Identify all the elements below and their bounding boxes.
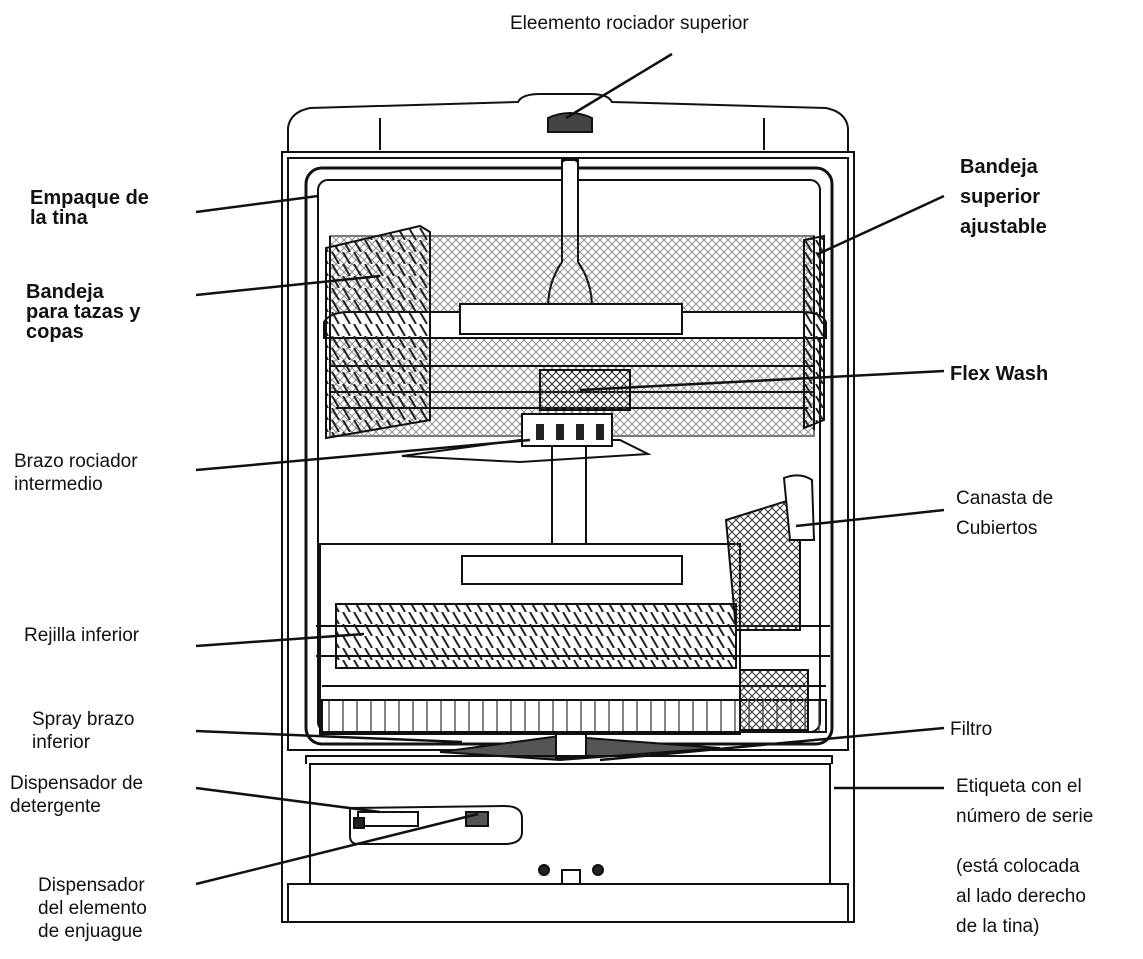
leader-lower-rack <box>195 632 365 648</box>
label-serial-label: Etiqueta con el número de serie <box>956 772 1093 832</box>
label-lower-rack-line: Rejilla inferior <box>24 625 140 646</box>
label-detergent-dispenser-line: detergente <box>10 796 101 817</box>
label-serial-label-line: número de serie <box>956 806 1094 827</box>
leader-adjustable-rack <box>817 194 945 256</box>
filter <box>555 733 587 759</box>
label-cup-shelf-line: Bandeja <box>26 281 104 303</box>
label-silverware-basket-line: Cubiertos <box>956 518 1038 539</box>
label-serial-note-line: de la tina) <box>956 916 1040 937</box>
label-upper-spray-line: Eleemento rociador superior <box>510 13 749 34</box>
label-adjustable-upper-rack-line: ajustable <box>960 216 1047 238</box>
label-rinse-dispenser-line: de enjuague <box>38 921 143 942</box>
lower-rack <box>316 543 830 735</box>
label-filter-line: Filtro <box>950 719 993 740</box>
center-column <box>551 446 587 556</box>
label-mid-spray-arm-line: Brazo rociador <box>14 451 138 472</box>
leader-silverware <box>795 508 945 528</box>
label-detergent-dispenser-line: Dispensador de <box>10 773 144 794</box>
label-mid-spray-arm-line: intermedio <box>14 474 103 495</box>
label-lower-spray-arm-line: Spray brazo <box>32 709 135 730</box>
leader-cup-shelf <box>195 274 381 297</box>
label-flex-wash-line: Flex Wash <box>950 363 1049 385</box>
leader-tub-gasket <box>195 194 319 214</box>
label-flex-wash: Flex Wash <box>950 364 1048 384</box>
label-lower-rack: Rejilla inferior <box>24 624 139 647</box>
adjustable-rack-side <box>803 234 825 430</box>
leader-upper-spray <box>565 52 673 120</box>
leader-filter <box>599 726 945 762</box>
leader-rinse <box>195 812 479 886</box>
leader-mid-spray-arm <box>195 438 531 472</box>
leader-lines <box>195 52 945 886</box>
door-panel <box>305 755 833 764</box>
cup-shelf <box>325 224 431 440</box>
silverware-basket <box>724 474 816 731</box>
label-serial-note: (está colocada al lado derecho de la tina) <box>956 852 1086 942</box>
leader-lower-spray-arm <box>195 729 463 744</box>
label-serial-note-line: al lado derecho <box>956 886 1086 907</box>
label-tub-gasket-line: la tina <box>30 207 88 229</box>
label-adjustable-upper-rack: Bandeja superior ajustable <box>960 152 1047 242</box>
label-rinse-dispenser-line: del elemento <box>38 898 147 919</box>
spray-hub <box>521 413 613 447</box>
label-silverware-basket-line: Canasta de <box>956 488 1054 509</box>
leader-flex-wash <box>579 369 945 392</box>
label-adjustable-upper-rack-line: Bandeja <box>960 156 1038 178</box>
label-filter: Filtro <box>950 718 992 741</box>
label-cup-shelf-line: para tazas y <box>26 301 141 323</box>
label-adjustable-upper-rack-line: superior <box>960 186 1041 208</box>
label-cup-shelf-line: copas <box>26 321 84 343</box>
label-tub-gasket-line: Empaque de <box>30 187 149 209</box>
label-serial-note-line: (está colocada <box>956 856 1080 877</box>
label-serial-label-line: Etiqueta con el <box>956 776 1082 797</box>
leader-detergent <box>195 786 381 814</box>
label-rinse-dispenser-line: Dispensador <box>38 875 145 896</box>
label-upper-spray: Eleemento rociador superior <box>510 12 749 35</box>
label-silverware-basket: Canasta de Cubiertos <box>956 484 1053 544</box>
upper-spray-nozzle <box>547 112 593 133</box>
label-lower-spray-arm-line: inferior <box>32 732 91 753</box>
